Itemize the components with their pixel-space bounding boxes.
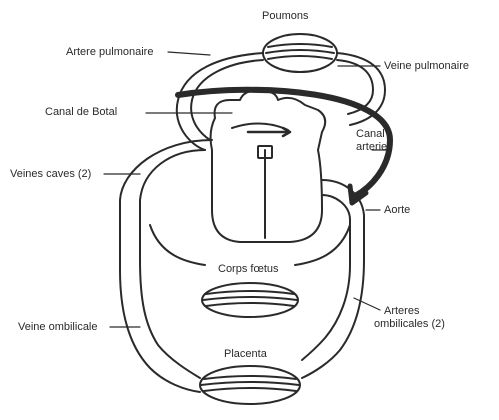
fetal-body-organ [202, 283, 298, 317]
label-placenta: Placenta [224, 348, 267, 360]
heart-organ [211, 91, 326, 242]
lungs-organ [263, 34, 337, 72]
label-canal-arteriel-2: arteriel [356, 141, 390, 153]
umbilical-arteries-vessel [302, 195, 350, 360]
label-veine-pulmonaire: Veine pulmonaire [384, 60, 469, 72]
label-veines-caves: Veines caves (2) [10, 168, 91, 180]
label-arteres-ombilicales-1: Arteres [384, 305, 419, 317]
label-aorte: Aorte [384, 204, 410, 216]
label-poumons: Poumons [262, 10, 308, 22]
label-artere-pulmonaire: Artere pulmonaire [66, 46, 153, 58]
label-canal-de-botal: Canal de Botal [45, 106, 117, 118]
label-veine-ombilicale: Veine ombilicale [18, 321, 98, 333]
placenta-organ [200, 366, 300, 404]
label-corps-foetus: Corps fœtus [218, 263, 279, 275]
label-arteres-ombilicales-2: ombilicales (2) [374, 318, 445, 330]
label-canal-arteriel-1: Canal [356, 128, 385, 140]
aorta-vessel [302, 180, 364, 378]
